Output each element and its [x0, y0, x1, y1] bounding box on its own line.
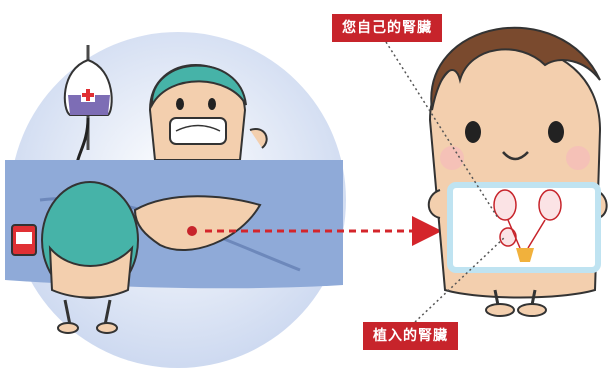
surgeon-figure	[41, 181, 139, 334]
implanted-kidney-label: 植入的腎臟	[363, 322, 458, 350]
kidney-character	[427, 26, 608, 317]
kidney-icon	[493, 189, 562, 262]
hair	[430, 26, 601, 111]
patient-body	[133, 195, 262, 251]
nurse-figure	[148, 64, 268, 161]
implant-site-marker	[187, 226, 197, 236]
surgery-scene	[5, 32, 346, 368]
red-cross-icon	[82, 89, 94, 101]
medicine-bottle-icon	[11, 224, 37, 256]
own-kidney-label: 您自己的腎臟	[332, 14, 442, 42]
pointer-implanted-kidney	[414, 236, 506, 323]
